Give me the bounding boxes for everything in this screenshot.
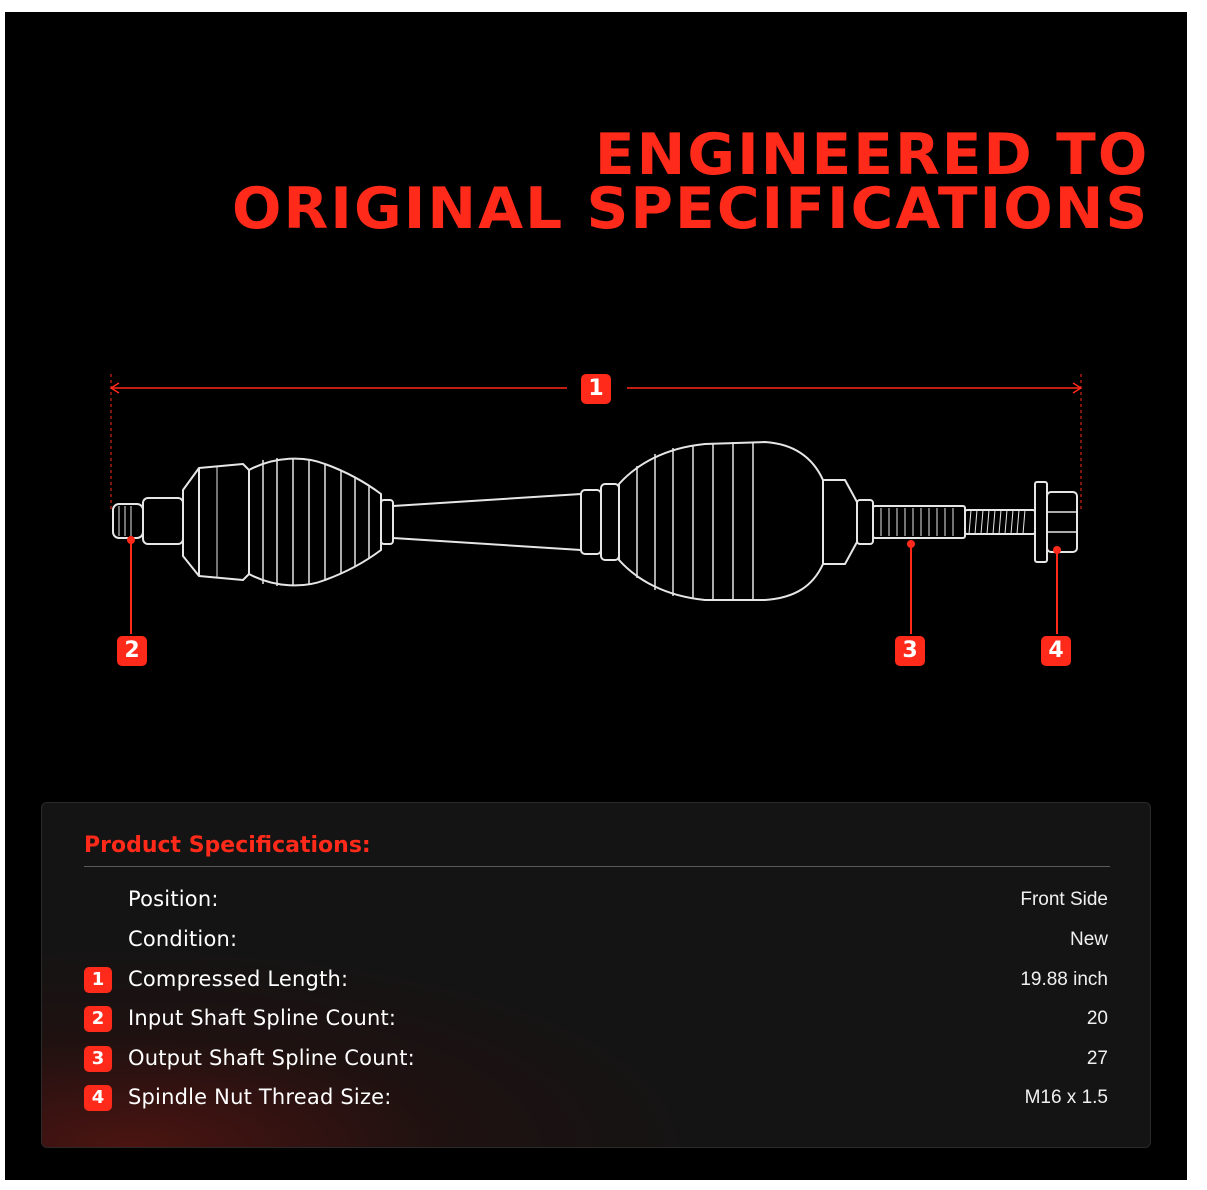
spec-row-input-spline: 2 Input Shaft Spline Count: 20 bbox=[82, 1002, 1108, 1038]
spec-row-position: Position: Front Side bbox=[82, 883, 1108, 919]
spec-label: Spindle Nut Thread Size: bbox=[128, 1085, 392, 1109]
outer-joint-bell bbox=[822, 479, 858, 565]
outer-boot bbox=[618, 441, 824, 601]
spec-label: Input Shaft Spline Count: bbox=[128, 1006, 397, 1030]
spec-label: Compressed Length: bbox=[128, 967, 349, 991]
callout-badge-4: 4 bbox=[1041, 636, 1071, 666]
spec-label: Output Shaft Spline Count: bbox=[128, 1046, 415, 1070]
spec-value: Front Side bbox=[1020, 889, 1108, 910]
spec-label: Condition: bbox=[128, 927, 238, 951]
inner-joint-housing bbox=[182, 463, 250, 581]
callout-badge-1: 1 bbox=[581, 374, 611, 404]
headline: ENGINEERED TO ORIGINAL SPECIFICATIONS bbox=[231, 122, 1149, 242]
product-infographic: ENGINEERED TO ORIGINAL SPECIFICATIONS bbox=[5, 12, 1187, 1180]
spec-value: M16 x 1.5 bbox=[1024, 1087, 1108, 1108]
spec-row-spindle-nut: 4 Spindle Nut Thread Size: M16 x 1.5 bbox=[82, 1081, 1108, 1117]
spec-value: 27 bbox=[1086, 1048, 1108, 1069]
cv-axle-diagram: 1 2 3 4 bbox=[5, 352, 1187, 692]
spec-value: 20 bbox=[1086, 1008, 1108, 1029]
product-specifications-panel: Product Specifications: Position: Front … bbox=[41, 802, 1151, 1148]
input-shaft-stub bbox=[112, 503, 144, 539]
spec-number-badge: 4 bbox=[84, 1085, 112, 1111]
callout-badge-2: 2 bbox=[117, 636, 147, 666]
spec-row-condition: Condition: New bbox=[82, 923, 1108, 959]
callout-badge-3: 3 bbox=[895, 636, 925, 666]
spec-value: 19.88 inch bbox=[1020, 969, 1108, 990]
spec-label: Position: bbox=[128, 887, 219, 911]
specs-divider bbox=[84, 866, 1110, 867]
axle-shaft bbox=[392, 493, 582, 551]
spec-value: New bbox=[1069, 929, 1108, 950]
spec-row-compressed-length: 1 Compressed Length: 19.88 inch bbox=[82, 963, 1108, 999]
spec-number-badge: 1 bbox=[84, 967, 112, 993]
headline-line-2: ORIGINAL SPECIFICATIONS bbox=[231, 176, 1149, 242]
specs-title: Product Specifications: bbox=[84, 833, 371, 858]
spec-row-output-spline: 3 Output Shaft Spline Count: 27 bbox=[82, 1042, 1108, 1078]
output-shaft-spline bbox=[872, 505, 966, 539]
inner-boot bbox=[248, 457, 382, 587]
headline-line-1: ENGINEERED TO bbox=[594, 122, 1149, 188]
cv-axle-drawing bbox=[110, 374, 1082, 634]
spindle-nut bbox=[1034, 481, 1048, 563]
spec-number-badge: 2 bbox=[84, 1006, 112, 1032]
spec-number-badge: 3 bbox=[84, 1046, 112, 1072]
